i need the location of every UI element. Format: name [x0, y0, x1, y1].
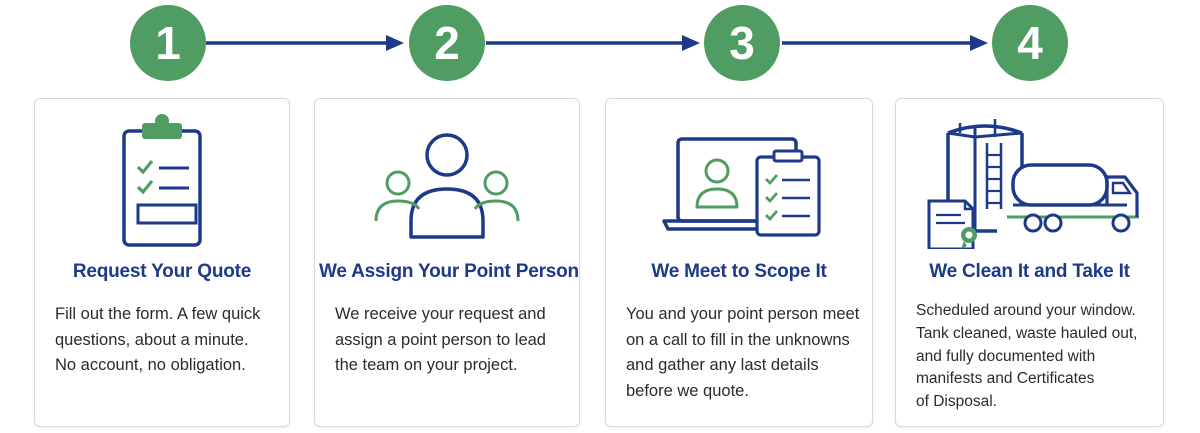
tank-truck-certificate-icon [927, 119, 1139, 249]
step-3-title: We Meet to Scope It [651, 261, 827, 282]
step-1-number: 1 [130, 5, 206, 81]
step-1-description: Fill out the form. A few quick questions… [55, 305, 261, 374]
step-2-title: We Assign Your Point Person [319, 261, 579, 282]
step-4-description: Scheduled around your window. Tank clean… [916, 302, 1138, 411]
arrow-3-to-4-icon [782, 35, 988, 51]
step-4-number: 4 [992, 5, 1068, 81]
step-4-title: We Clean It and Take It [929, 261, 1130, 282]
step-1-card: Request Your Quote Fill out the form. A … [34, 98, 290, 427]
video-call-clipboard-icon [662, 137, 821, 237]
step-2-card: We Assign Your Point Person We receive y… [314, 98, 580, 427]
step-3-card: We Meet to Scope It You and your point p… [605, 98, 873, 427]
team-people-icon [374, 133, 520, 239]
step-1-title: Request Your Quote [72, 261, 252, 282]
step-3-number: 3 [704, 5, 780, 81]
arrow-1-to-2-icon [206, 35, 404, 51]
step-2-number: 2 [409, 5, 485, 81]
clipboard-checklist-icon [122, 114, 202, 247]
step-4-card: We Clean It and Take It Scheduled around… [895, 98, 1164, 427]
step-3-description: You and your point person meet on a call… [626, 305, 860, 400]
step-2-description: We receive your request and assign a poi… [335, 305, 546, 374]
arrow-2-to-3-icon [486, 35, 700, 51]
